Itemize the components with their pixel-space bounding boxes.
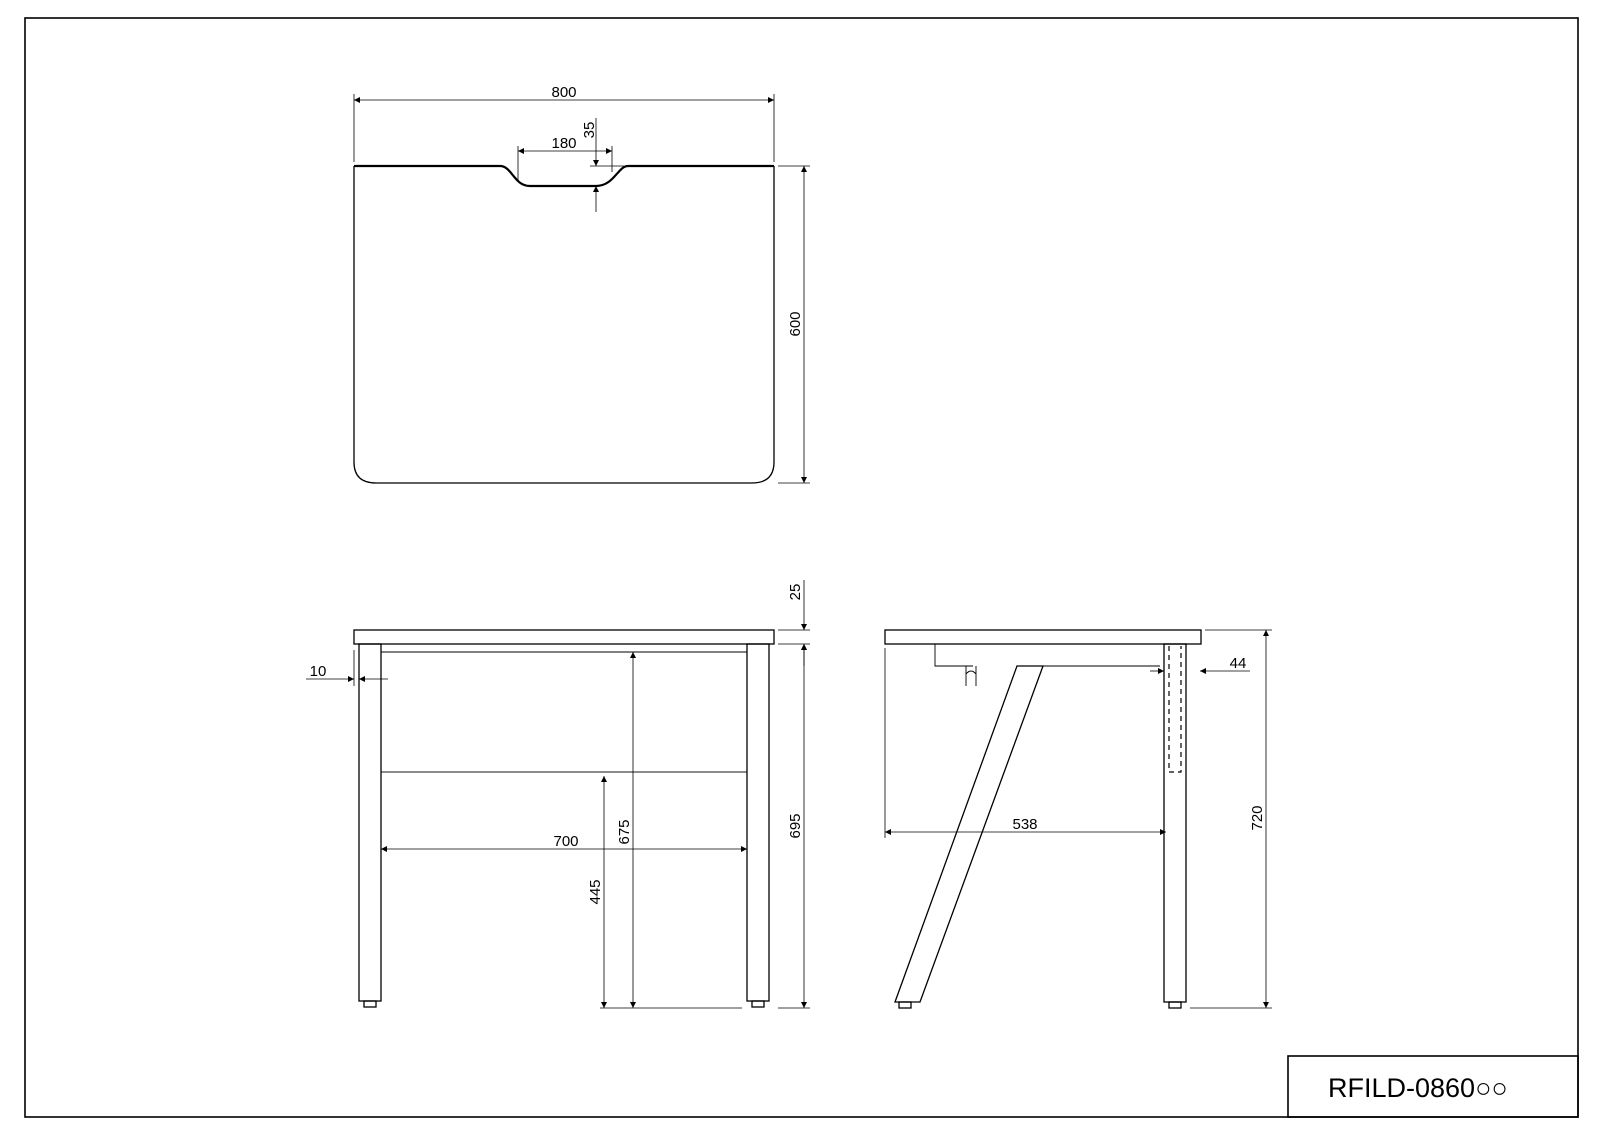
dim-top-thickness: 25 bbox=[787, 584, 804, 601]
dim-side-span: 538 bbox=[1012, 816, 1037, 833]
dim-top-width: 800 bbox=[551, 84, 576, 101]
dim-leg-width: 44 bbox=[1230, 655, 1247, 672]
side-view: 44 538 720 bbox=[884, 629, 1272, 1009]
side-rear-foot bbox=[1168, 1001, 1182, 1009]
side-front-foot bbox=[898, 1001, 912, 1009]
side-rear-leg-hidden bbox=[1168, 646, 1182, 773]
title-block: RFILD-0860○○ bbox=[1287, 1055, 1579, 1118]
dim-panel-height: 675 bbox=[616, 819, 633, 844]
dim-leg-inset: 10 bbox=[310, 663, 327, 680]
front-modesty-panel bbox=[380, 651, 748, 773]
drawing-border bbox=[24, 17, 1579, 1118]
dim-notch-depth: 35 bbox=[581, 122, 598, 139]
title-block-box bbox=[1287, 1055, 1579, 1118]
side-slanted-leg bbox=[894, 665, 1044, 1003]
top-view: 800 180 35 600 bbox=[353, 84, 810, 484]
front-left-leg bbox=[358, 643, 382, 1002]
dim-top-depth: 600 bbox=[787, 311, 804, 336]
side-hook bbox=[965, 666, 977, 686]
tabletop-back-edge bbox=[354, 164, 774, 188]
side-rear-leg bbox=[1163, 643, 1187, 1003]
side-tabletop bbox=[884, 629, 1202, 645]
front-apron bbox=[380, 643, 748, 653]
front-tabletop bbox=[353, 629, 775, 645]
dim-inner-width: 700 bbox=[553, 833, 578, 850]
dim-clearance-height: 445 bbox=[587, 879, 604, 904]
side-rail bbox=[934, 644, 973, 667]
front-view: 25 695 10 700 675 445 bbox=[306, 580, 810, 1009]
dim-notch-width: 180 bbox=[551, 135, 576, 152]
dim-total-height: 720 bbox=[1249, 805, 1266, 830]
dim-front-height: 695 bbox=[787, 813, 804, 838]
front-left-foot bbox=[363, 1000, 377, 1008]
model-number: RFILD-0860○○ bbox=[1328, 1073, 1508, 1103]
front-right-leg bbox=[746, 643, 770, 1002]
tabletop-outline bbox=[353, 166, 775, 484]
front-right-foot bbox=[751, 1000, 765, 1008]
